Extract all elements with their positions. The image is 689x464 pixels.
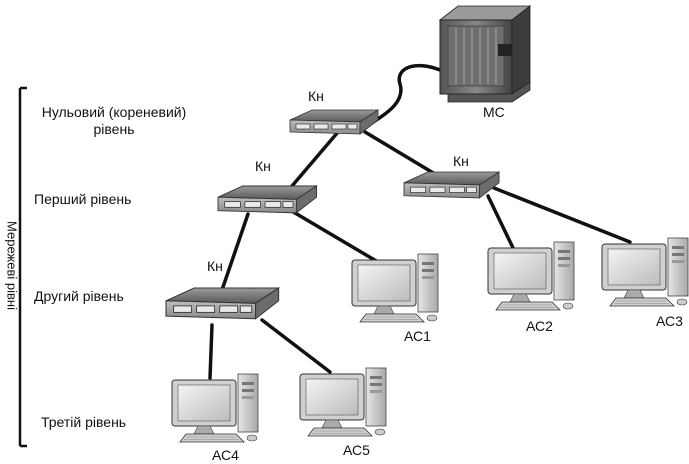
level-zero-label: Нульовий (кореневий) рівень	[34, 104, 194, 138]
workstation-ac4	[171, 373, 259, 443]
switch-level2-label: Кн	[207, 258, 223, 274]
link-root-server	[368, 63, 442, 126]
network-links	[208, 63, 632, 380]
level-zero-line1: Нульовий (кореневий)	[41, 104, 187, 120]
workstation-ac3-label: АС3	[656, 313, 683, 329]
switch-level1-right-label: Кн	[453, 153, 469, 169]
level-second-label: Другий рівень	[34, 288, 124, 304]
switch-root-label: Кн	[308, 88, 324, 104]
workstation-ac5	[299, 367, 387, 437]
link-switch3-ac5	[260, 318, 332, 374]
workstation-ac3	[601, 237, 689, 307]
workstation-ac2-label: АС2	[526, 318, 553, 334]
level-bracket	[18, 86, 27, 448]
link-switch2-ac2	[486, 194, 517, 254]
link-switch3-ac4	[208, 323, 214, 380]
link-root-switch2	[363, 130, 442, 179]
workstation-ac5-label: АС5	[343, 442, 370, 458]
server-label: МС	[483, 104, 505, 120]
workstation-ac1-label: АС1	[404, 328, 431, 344]
switch-level1-left	[217, 185, 318, 214]
workstation-ac4-label: АС4	[212, 447, 239, 463]
switch-level1-left-label: Кн	[255, 158, 271, 174]
switch-level2	[165, 287, 280, 320]
level-zero-line2: рівень	[93, 121, 135, 137]
workstation-ac2	[487, 241, 575, 311]
link-root-switch1	[290, 130, 340, 188]
level-third-label: Третій рівень	[41, 414, 127, 430]
switch-root	[289, 109, 379, 135]
switch-level1-right	[403, 171, 500, 199]
main-server	[438, 5, 532, 103]
workstation-ac1	[351, 253, 439, 323]
link-switch1-switch3	[220, 212, 250, 292]
link-switch2-ac3	[492, 186, 632, 244]
link-switch1-ac1	[288, 208, 380, 264]
level-first-label: Перший рівень	[34, 191, 132, 207]
axis-title-network-levels: Мережеві рівні	[4, 221, 20, 310]
